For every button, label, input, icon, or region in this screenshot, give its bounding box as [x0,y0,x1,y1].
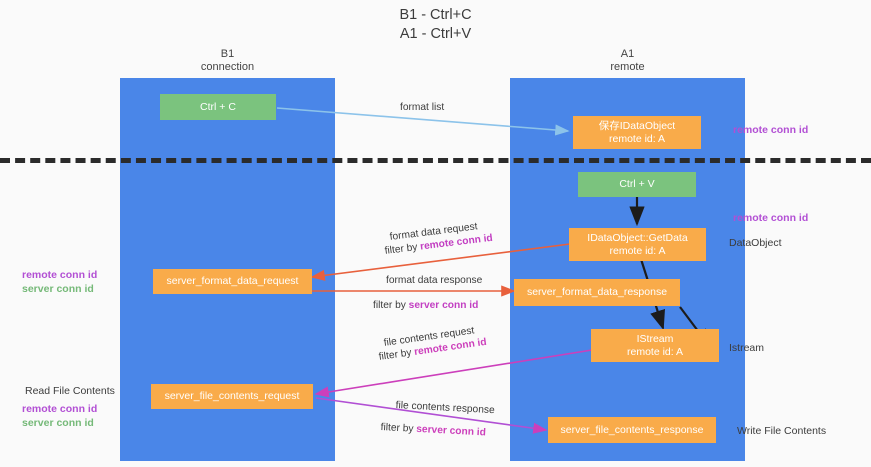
diagram-title: B1 - Ctrl+C A1 - Ctrl+V [0,6,871,44]
node-idataobject-getdata-line1: IDataObject::GetData [587,231,688,244]
node-save-idataobject[interactable]: 保存IDataObject remote id: A [573,116,701,149]
annotation-left-read-file-contents: Read File Contents [25,385,115,397]
diagram-title-line1: B1 - Ctrl+C [399,7,472,23]
edge-label-format-data-response-filter: filter by server conn id [373,299,478,313]
node-istream-line1: IStream [636,332,674,345]
lane-header-a1: A1 remote [510,48,745,74]
node-ctrl-c-label: Ctrl + C [200,100,236,113]
lane-header-b1-line1: B1 [220,48,235,60]
edge-label-file-contents-response-filter: filter by server conn id [380,421,486,440]
annotation-right-write-file-contents: Write File Contents [737,425,827,437]
node-save-idataobject-line2: remote id: A [608,132,666,145]
annotation-right-remote-conn-id-top: remote conn id [733,124,809,136]
lane-header-b1: B1 connection [120,48,335,74]
edge-label-file-contents-response: file contents response [395,399,495,417]
lane-header-a1-line1: A1 [620,48,635,60]
annotation-left-server-conn-id-mid: server conn id [22,283,94,295]
node-idataobject-getdata[interactable]: IDataObject::GetData remote id: A [569,228,706,261]
node-save-idataobject-line1: 保存IDataObject [598,119,676,132]
lane-header-b1-line2: connection [200,61,255,73]
filter-prefix: filter by [378,347,415,363]
filter-key-server-conn-id: server conn id [415,423,487,439]
annotation-left-server-conn-id-bottom: server conn id [22,417,94,429]
node-server-file-contents-response-label: server_file_contents_response [560,423,704,436]
filter-key-server-conn-id: server conn id [408,300,479,311]
node-server-format-data-request[interactable]: server_format_data_request [153,269,312,294]
node-istream-line2: remote id: A [626,345,684,358]
node-server-file-contents-request-label: server_file_contents_request [164,390,300,402]
filter-prefix: filter by [380,421,417,435]
node-server-format-data-request-label: server_format_data_request [166,275,299,287]
node-ctrl-c[interactable]: Ctrl + C [160,94,276,120]
edge-label-format-list: format list [400,102,445,113]
node-ctrl-v-label: Ctrl + V [619,178,655,190]
divider-dashed-line [0,158,871,163]
annotation-left-remote-conn-id-mid: remote conn id [22,269,98,281]
node-server-format-data-response-label: server_format_data_response [526,286,668,298]
diagram-title-line2: A1 - Ctrl+V [399,26,472,42]
filter-prefix: filter by [373,300,409,311]
edge-label-format-data-response: format data response [386,275,483,286]
node-ctrl-v[interactable]: Ctrl + V [578,172,696,197]
node-server-format-data-response[interactable]: server_format_data_response [514,279,680,306]
annotation-left-remote-conn-id-bottom: remote conn id [22,403,98,415]
annotation-right-remote-conn-id-mid: remote conn id [733,212,809,224]
annotation-right-dataobject: DataObject [729,237,782,249]
node-server-file-contents-response[interactable]: server_file_contents_response [548,417,716,443]
filter-prefix: filter by [384,241,421,257]
node-idataobject-getdata-line2: remote id: A [609,244,666,257]
lane-header-a1-line2: remote [610,61,645,73]
node-istream[interactable]: IStream remote id: A [591,329,719,362]
annotation-right-istream: Istream [729,342,765,354]
node-server-file-contents-request[interactable]: server_file_contents_request [151,384,313,409]
